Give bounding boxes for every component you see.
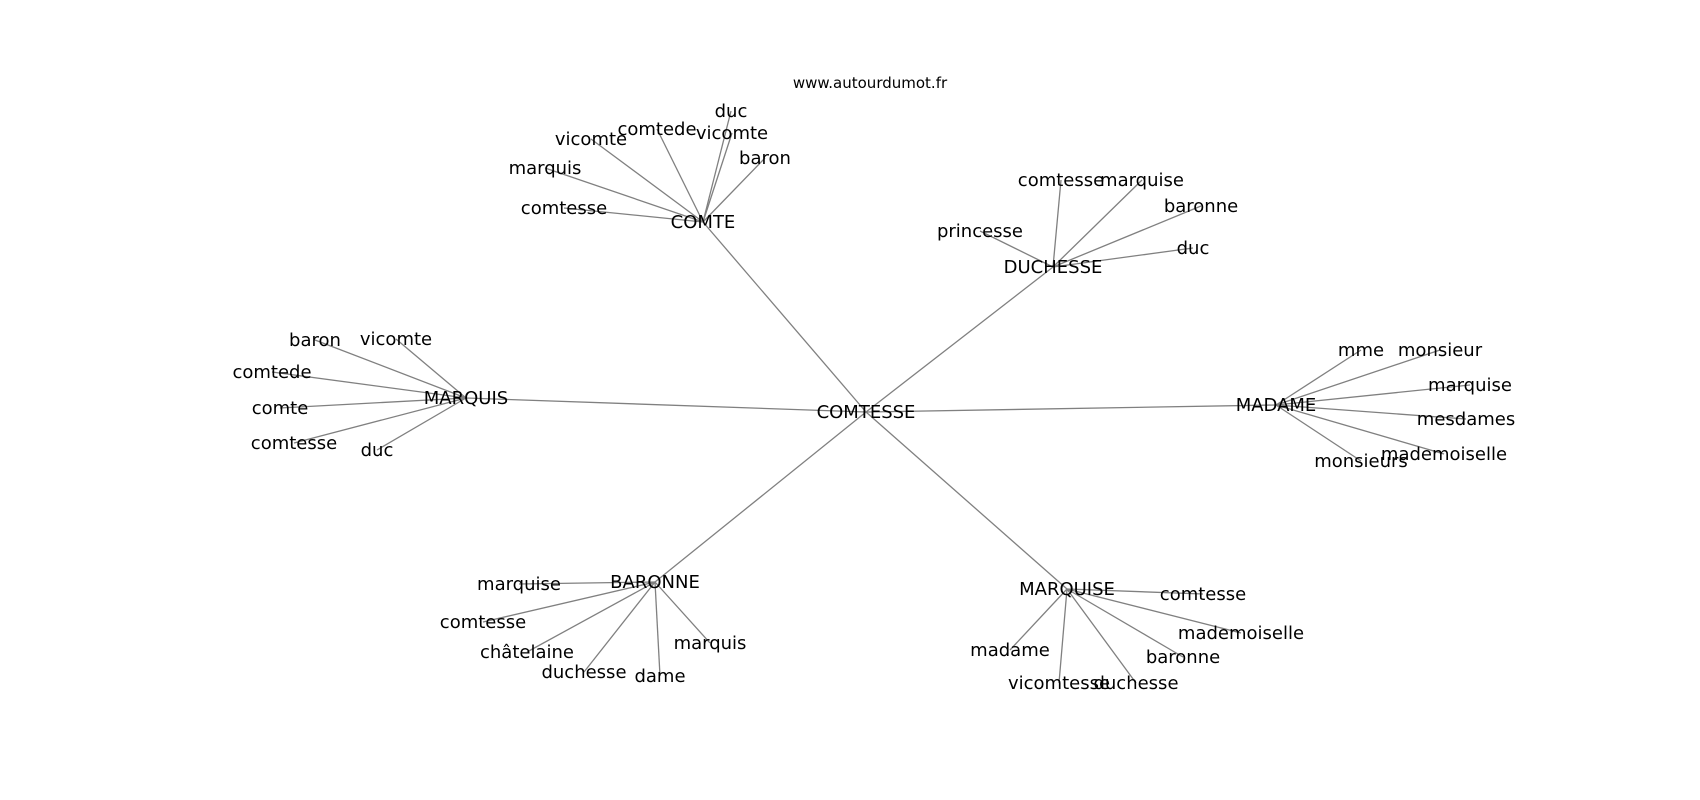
leaf-node-label: comtesse [1018, 170, 1104, 191]
edge-hub-to-child [1066, 588, 1242, 634]
edge-center-to-hub [702, 221, 867, 413]
edge-hub-to-child [1275, 349, 1362, 406]
edge-hub-to-child [1058, 588, 1068, 684]
edge-hub-to-child [1275, 404, 1362, 462]
edge-hub-to-child [544, 167, 704, 223]
edge-center-to-hub [865, 266, 1054, 413]
edge-hub-to-child [590, 138, 704, 223]
leaf-node-label: monsieurs [1314, 451, 1408, 472]
leaf-node-label: baronne [1146, 647, 1220, 668]
edge-hub-to-child [654, 581, 711, 644]
edge-hub-to-child [1052, 247, 1194, 268]
leaf-node-label: marquis [674, 633, 747, 654]
edge-hub-to-child [1066, 588, 1204, 595]
leaf-node-label: comtesse [251, 433, 337, 454]
leaf-node-label: châtelaine [480, 642, 574, 663]
leaf-node-label: duchesse [541, 662, 626, 683]
leaf-node-label: duchesse [1093, 673, 1178, 694]
leaf-node-label: mademoiselle [1381, 444, 1507, 465]
leaf-node-label: comtesse [521, 198, 607, 219]
leaf-node-label: comtede [232, 362, 311, 383]
edges-layer [271, 110, 1471, 684]
leaf-node-label: mademoiselle [1178, 623, 1304, 644]
edge-center-to-hub [865, 404, 1277, 413]
leaf-node-label: marquis [509, 158, 582, 179]
edge-hub-to-child [702, 132, 733, 223]
hub-node-label: BARONNE [610, 572, 700, 593]
edge-hub-to-child [293, 397, 467, 444]
edge-hub-to-child [583, 581, 656, 673]
edge-hub-to-child [1052, 205, 1202, 268]
edge-hub-to-child [654, 581, 661, 677]
leaf-node-label: dame [634, 666, 685, 687]
edge-center-to-hub [865, 411, 1068, 590]
edge-hub-to-child [702, 110, 732, 223]
edge-hub-to-child [1275, 349, 1441, 406]
edge-center-to-hub [465, 397, 867, 413]
hub-node-label: MARQUISE [1019, 579, 1115, 600]
edge-hub-to-child [271, 371, 467, 399]
leaf-node-label: baron [739, 148, 791, 169]
leaf-node-label: baronne [1164, 196, 1238, 217]
leaf-node-label: comtede [617, 119, 696, 140]
edge-hub-to-child [563, 207, 704, 223]
edge-hub-to-child [1052, 179, 1062, 268]
leaf-node-label: madame [970, 640, 1050, 661]
edge-hub-to-child [518, 581, 656, 585]
edge-hub-to-child [979, 230, 1054, 268]
center-node-label: COMTESSE [817, 402, 916, 423]
leaf-node-label: marquise [1100, 170, 1184, 191]
leaf-node-label: vicomte [360, 329, 432, 350]
leaf-node-label: duc [1177, 238, 1210, 259]
edge-hub-to-child [279, 397, 467, 409]
leaf-node-label: comte [252, 398, 309, 419]
edge-hub-to-child [656, 128, 704, 223]
leaf-node-label: vicomte [696, 123, 768, 144]
leaf-node-label: duc [715, 101, 748, 122]
edge-hub-to-child [1275, 404, 1467, 420]
leaf-node-label: mme [1338, 340, 1384, 361]
leaf-node-label: comtesse [440, 612, 526, 633]
source-url-label: www.autourdumot.fr [793, 74, 948, 92]
leaf-node-label: marquise [477, 574, 561, 595]
leaf-node-label: marquise [1428, 375, 1512, 396]
hub-node-label: DUCHESSE [1004, 257, 1103, 278]
edge-hub-to-child [1066, 588, 1184, 658]
hub-node-label: COMTE [671, 212, 736, 233]
edge-hub-to-child [482, 581, 656, 623]
edge-hub-to-child [1275, 404, 1445, 455]
edge-hub-to-child [702, 157, 766, 223]
edge-hub-to-child [1275, 384, 1471, 406]
edge-hub-to-child [526, 581, 656, 653]
edge-hub-to-child [1009, 588, 1068, 651]
leaf-node-label: vicomtesse [1008, 673, 1110, 694]
leaf-node-label: baron [289, 330, 341, 351]
edge-hub-to-child [1066, 588, 1137, 684]
leaf-node-label: vicomte [555, 129, 627, 150]
edge-center-to-hub [654, 411, 867, 583]
leaf-node-label: princesse [937, 221, 1023, 242]
leaf-node-label: duc [361, 440, 394, 461]
edge-hub-to-child [1052, 179, 1143, 268]
edge-hub-to-child [314, 339, 467, 399]
hub-node-label: MADAME [1236, 395, 1317, 416]
leaf-node-label: mesdames [1417, 409, 1515, 430]
edge-hub-to-child [395, 338, 467, 399]
hub-node-label: MARQUIS [424, 388, 508, 409]
leaf-node-label: comtesse [1160, 584, 1246, 605]
edge-hub-to-child [376, 397, 467, 451]
leaf-node-label: monsieur [1398, 340, 1483, 361]
